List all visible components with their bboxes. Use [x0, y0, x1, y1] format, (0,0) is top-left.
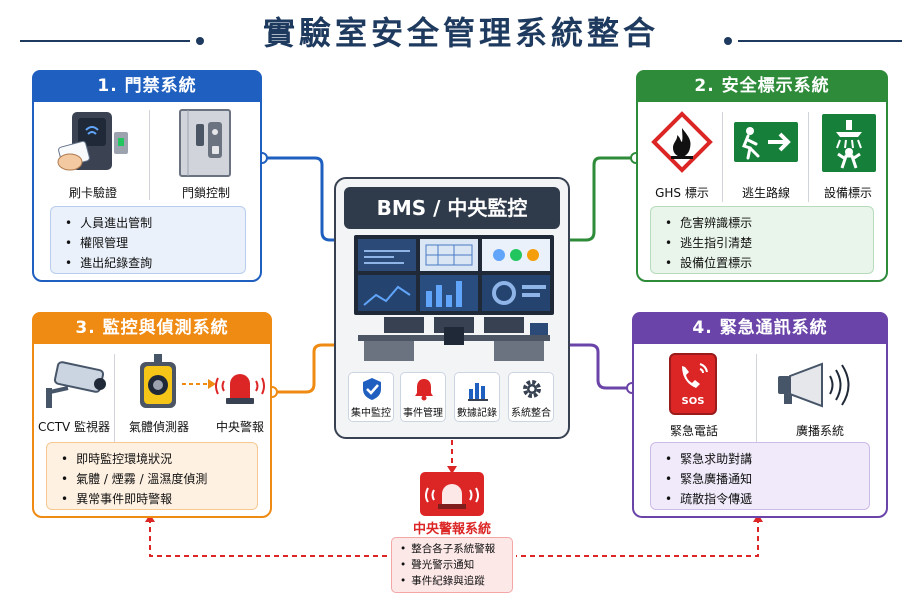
bullet-item: 危害辨識標示: [665, 213, 863, 233]
divider: [114, 354, 115, 442]
door-lock-icon: [179, 109, 231, 177]
panel-access-title: 1. 門禁系統: [32, 70, 262, 102]
panel-emergency: 4. 緊急通訊系統 SOS 緊急電話 廣播系統 緊急求助對講 緊急廣播通知 疏散…: [632, 312, 888, 518]
bullet-item: 疏散指令傳遞: [665, 489, 859, 509]
bullet-item: 異常事件即時警報: [61, 489, 247, 509]
panel-monitor: 3. 監控與偵測系統 CCTV 監視器 氣體偵測器 中央警報 即時監控環境狀況 …: [32, 312, 272, 518]
title-dot-left: [196, 37, 204, 45]
connector-monitor: [272, 343, 340, 394]
bms-center: BMS / 中央監控 集中監控 事件管理: [334, 177, 570, 439]
title-line-left: [20, 40, 190, 42]
label-door-lock: 門鎖控制: [181, 186, 230, 200]
connector-signage: [565, 156, 636, 242]
bullet-item: 設備位置標示: [665, 253, 863, 273]
emergency-phone-icon: [669, 353, 717, 415]
tile-event-management: 事件管理: [400, 372, 446, 422]
ghs-flame-icon: [651, 111, 713, 173]
central-alarm-siren-icon: [420, 472, 484, 516]
bullet-item: 權限管理: [65, 233, 235, 253]
bullet-item: 人員進出管制: [65, 213, 235, 233]
alarm-siren-icon: [215, 374, 265, 404]
bar-chart-icon: [468, 383, 488, 401]
divider: [149, 110, 150, 200]
panel-signage: 2. 安全標示系統 GHS 標示 逃生路線 設備標示 危害辨識標示 逃生指引清楚…: [636, 70, 888, 282]
tile-label: 數據記錄: [457, 408, 497, 419]
label-exit-route: 逃生路線: [741, 186, 790, 200]
central-alarm-title: 中央警報系統: [412, 522, 491, 537]
divider: [722, 112, 723, 202]
bullet-item: 即時監控環境狀況: [61, 449, 247, 469]
bullet-item: 聲光警示通知: [400, 557, 506, 573]
panel-access: 1. 門禁系統 刷卡驗證 門鎖控制 人員進出管制 權限管理 進出紀錄查詢: [32, 70, 262, 282]
card-reader-icon: [57, 112, 128, 171]
bullets-access: 人員進出管制 權限管理 進出紀錄查詢: [50, 206, 246, 274]
label-ghs: GHS 標示: [655, 186, 709, 200]
tile-central-monitoring: 集中監控: [348, 372, 394, 422]
divider: [756, 354, 757, 444]
megaphone-icon: [778, 362, 850, 408]
gas-detector-icon: [140, 354, 176, 408]
bullet-item: 緊急求助對講: [665, 449, 859, 469]
connector-emergency: [565, 343, 632, 390]
label-central-alarm: 中央警報: [215, 420, 264, 434]
bullet-item: 逃生指引清楚: [665, 233, 863, 253]
label-equipment-sign: 設備標示: [823, 186, 872, 200]
tile-data-logging: 數據記錄: [454, 372, 500, 422]
bms-title: BMS / 中央監控: [344, 187, 560, 229]
bullet-item: 緊急廣播通知: [665, 469, 859, 489]
bullet-item: 進出紀錄查詢: [65, 253, 235, 273]
panel-monitor-title: 3. 監控與偵測系統: [32, 312, 272, 344]
cctv-camera-icon: [46, 361, 106, 408]
title-line-right: [738, 40, 902, 42]
bullet-item: 氣體 / 煙霧 / 溫濕度偵測: [61, 469, 247, 489]
page-title: 實驗室安全管理系統整合: [262, 14, 659, 52]
central-alarm-bullets: 整合各子系統警報 聲光警示通知 事件紀錄與追蹤: [391, 537, 513, 593]
exit-route-icon: [734, 122, 798, 162]
control-room-illustration: [354, 235, 554, 361]
gear-icon: [523, 380, 541, 398]
panel-emergency-title: 4. 緊急通訊系統: [632, 312, 888, 344]
connector-access: [262, 156, 340, 242]
divider: [808, 112, 809, 202]
bullets-emergency: 緊急求助對講 緊急廣播通知 疏散指令傳遞: [650, 442, 870, 510]
shield-check-icon: [363, 378, 381, 400]
tile-label: 系統整合: [511, 408, 551, 419]
tile-system-integration: 系統整合: [508, 372, 554, 422]
tile-label: 集中監控: [351, 408, 391, 419]
label-gas-detector: 氣體偵測器: [128, 420, 189, 434]
label-broadcast: 廣播系統: [795, 424, 844, 438]
panel-signage-title: 2. 安全標示系統: [636, 70, 888, 102]
equipment-shower-icon: [822, 114, 876, 172]
bullet-item: 整合各子系統警報: [400, 541, 506, 557]
tile-label: 事件管理: [403, 408, 443, 419]
label-emergency-phone: 緊急電話: [669, 424, 718, 438]
sos-label: SOS: [681, 396, 705, 407]
bell-icon: [415, 379, 433, 401]
dashed-arrow: [182, 379, 216, 389]
label-cctv: CCTV 監視器: [37, 420, 111, 434]
bullets-monitor: 即時監控環境狀況 氣體 / 煙霧 / 溫濕度偵測 異常事件即時警報: [46, 442, 258, 510]
bullet-item: 事件紀錄與追蹤: [400, 573, 506, 589]
bullets-signage: 危害辨識標示 逃生指引清楚 設備位置標示: [650, 206, 874, 274]
title-dot-right: [724, 37, 732, 45]
label-card-verify: 刷卡驗證: [68, 186, 117, 200]
